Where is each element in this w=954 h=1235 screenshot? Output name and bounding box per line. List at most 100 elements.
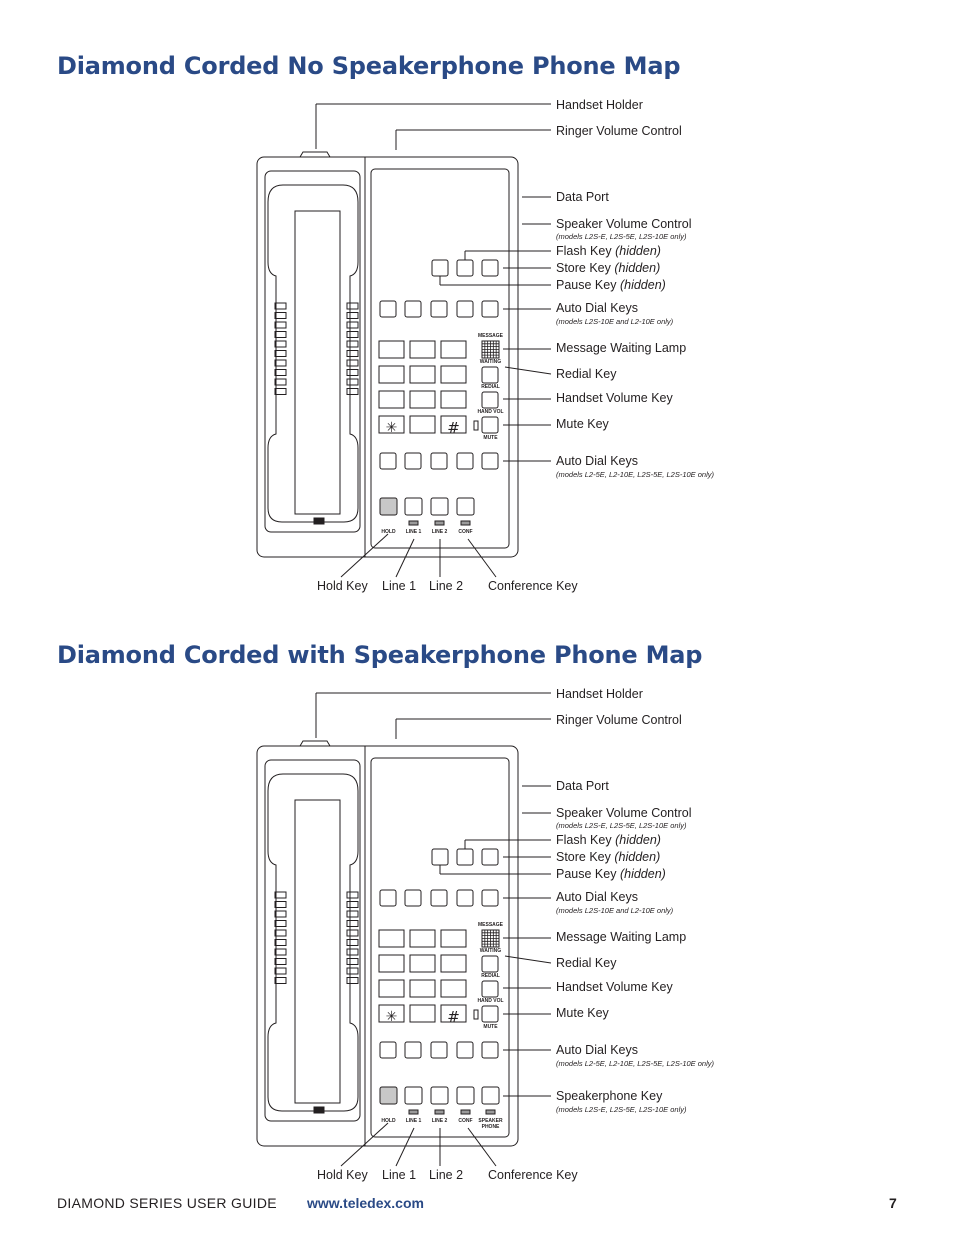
footer-website-link[interactable]: www.teledex.com [307,1195,424,1211]
auto-dial-key-top [404,889,422,907]
cradle-grille-right [346,369,359,376]
cradle-grille-right [346,920,359,927]
cradle-grille-right [346,321,359,329]
label-store-key-text: Store Key [556,850,611,864]
auto-dial-key-bottom [430,1041,448,1059]
note-auto-dial-top-models: (models L2S-10E and L2-10E only) [556,317,674,326]
cradle-grille-left [274,321,287,329]
dialpad-key [440,415,467,434]
cradle-grille-right [346,312,359,319]
label-store-key: Store Key (hidden) [556,850,660,864]
label-handset-holder: Handset Holder [556,687,643,701]
label-flash-key: Flash Key (hidden) [556,833,661,847]
cradle-grille-right [346,967,359,975]
cradle-grille-right [346,891,359,899]
dialpad-key [409,979,436,998]
pause-key [481,259,499,277]
dialpad-key [409,1004,436,1023]
leader-conference-key [467,538,497,578]
line2-key [430,1086,449,1105]
line-indicator-led [460,520,471,526]
tiny-label-line1: LINE 1 [405,1118,422,1124]
tiny-label-speaker: SPEAKER [478,1118,503,1124]
cradle-grille-right [346,901,359,908]
tiny-label-line1: LINE 1 [405,529,422,535]
mute-key [481,416,499,434]
speakerphone-led [485,1109,496,1115]
cradle-grille-left [274,369,287,376]
auto-dial-key-top [430,300,448,318]
label-speaker-volume-control: Speaker Volume Control [556,806,692,820]
tiny-label-line2: LINE 2 [431,529,448,535]
label-flash-key: Flash Key (hidden) [556,244,661,258]
handset-volume-key [481,980,499,998]
auto-dial-key-top [456,889,474,907]
tiny-label-message: MESSAGE [477,333,503,339]
dialpad-key [409,929,436,948]
cradle-grille-right [346,910,359,918]
label-handset-volume-key: Handset Volume Key [556,391,673,405]
label-data-port: Data Port [556,190,609,204]
label-store-key-text: Store Key [556,261,611,275]
cradle-grille-left [274,350,287,357]
cradle-grille-left [274,920,287,927]
note-speaker-volume-models: (models L2S-E, L2S-5E, L2S-10E only) [556,232,687,241]
line1-key [404,497,423,516]
label-message-waiting-lamp: Message Waiting Lamp [556,930,687,944]
dialpad-key [378,929,405,948]
label-pause-key-text: Pause Key [556,867,617,881]
handset [267,184,359,523]
label-conference-key: Conference Key [488,579,578,593]
dialpad-key [378,390,405,409]
auto-dial-key-top [481,300,499,318]
label-store-key-hidden-note: (hidden) [614,850,661,864]
auto-dial-key-bottom [404,1041,422,1059]
dialpad-key [409,954,436,973]
cradle-grille-left [274,388,287,395]
label-line-1: Line 1 [382,1168,417,1182]
auto-dial-key-bottom [379,452,397,470]
handset-cradle [264,759,361,1122]
label-pause-key: Pause Key (hidden) [556,867,666,881]
tiny-label-line2: LINE 2 [431,1118,448,1124]
dialpad-key [378,365,405,384]
hold-key [379,1086,398,1105]
label-data-port: Data Port [556,779,609,793]
mute-led [473,420,479,431]
label-mute-key: Mute Key [556,417,609,431]
line-indicator-led [434,1109,445,1115]
dialpad-key [440,954,467,973]
tiny-label-mute: MUTE [483,1024,498,1030]
label-conference-key: Conference Key [488,1168,578,1182]
redial-key [481,955,499,973]
label-line-2: Line 2 [429,1168,464,1182]
label-store-key: Store Key (hidden) [556,261,660,275]
label-redial-key: Redial Key [556,956,617,970]
label-pause-key-hidden-note: (hidden) [619,867,666,881]
handset-contact [313,517,325,525]
note-auto-dial-bottom-models: (models L2-5E, L2-10E, L2S-5E, L2S-10E o… [556,1059,715,1068]
dialpad-key [378,340,405,359]
label-store-key-hidden-note: (hidden) [614,261,661,275]
auto-dial-key-bottom [481,452,499,470]
label-line-1: Line 1 [382,579,417,593]
cradle-grille-left [274,901,287,908]
cradle-grille-left [274,939,287,946]
dialpad-key [440,1004,467,1023]
store-key [456,848,474,866]
phone-diagram-drawing: ✳# [256,103,552,578]
dialpad-key [409,340,436,359]
auto-dial-key-top [379,300,397,318]
dialpad-star-glyph: ✳ [386,1009,398,1025]
line-indicator-led [408,1109,419,1115]
auto-dial-key-bottom [404,452,422,470]
tiny-label-waiting: WAITING [479,359,502,365]
leader-redial-key [504,366,552,375]
auto-dial-key-top [481,889,499,907]
auto-dial-key-bottom [481,1041,499,1059]
handset-inner-panel [294,799,341,1104]
label-speaker-volume-control: Speaker Volume Control [556,217,692,231]
note-speaker-volume-models: (models L2S-E, L2S-5E, L2S-10E only) [556,821,687,830]
